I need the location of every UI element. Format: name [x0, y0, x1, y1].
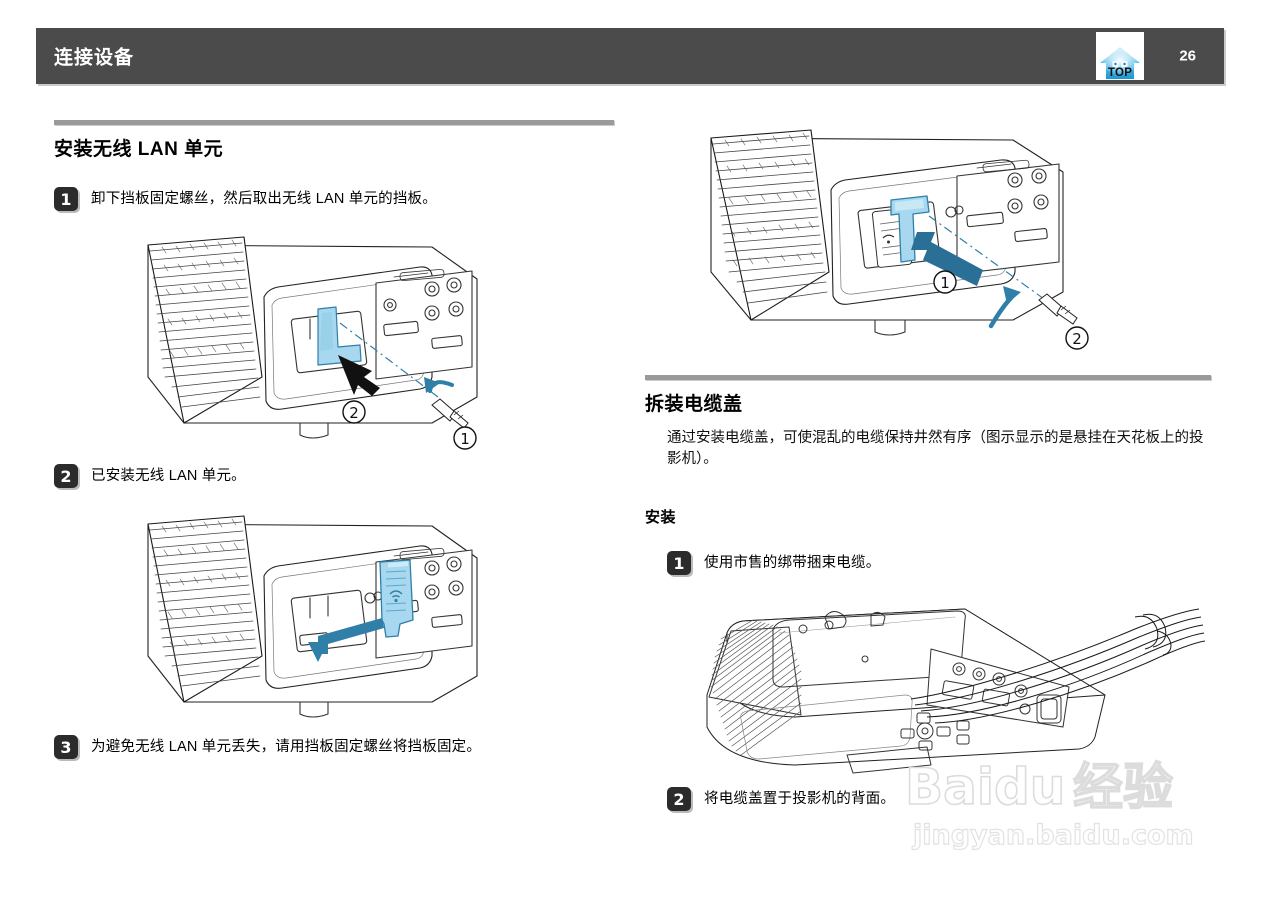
step-number-badge: 3 — [54, 735, 78, 759]
step-row: 2 已安装无线 LAN 单元。 — [54, 464, 614, 488]
svg-text:1: 1 — [940, 274, 950, 292]
step-row: 1 使用市售的绑带捆束电缆。 — [667, 551, 1211, 576]
svg-text:1: 1 — [460, 430, 470, 448]
step-number-badge: 2 — [667, 787, 691, 812]
watermark-url: jingyan.baidu.com — [912, 820, 1194, 851]
step-row: 2 将电缆盖置于投影机的背面。 — [667, 787, 1211, 812]
page-header-bar: 连接设备 — [36, 28, 1224, 84]
page-title: 连接设备 — [54, 47, 135, 69]
section-rule — [54, 120, 614, 125]
step-number-badge: 2 — [54, 464, 78, 488]
figure-projector-insert-wireless-lan-unit — [132, 506, 614, 721]
figure-projector-remove-cover-plate: 2 1 — [132, 227, 614, 452]
section-rule — [645, 375, 1211, 380]
top-navigation-button[interactable]: TOP — [1096, 32, 1144, 80]
step-row: 1 卸下挡板固定螺丝，然后取出无线 LAN 单元的挡板。 — [54, 187, 614, 211]
svg-text:2: 2 — [1072, 330, 1082, 348]
left-column: 安装无线 LAN 单元 1 卸下挡板固定螺丝，然后取出无线 LAN 单元的挡板。 — [54, 120, 614, 759]
page-number: 26 — [1179, 47, 1196, 65]
step-row: 3 为避免无线 LAN 单元丢失，请用挡板固定螺丝将挡板固定。 — [54, 735, 614, 759]
sub-heading-install: 安装 — [645, 509, 677, 527]
section-description: 通过安装电缆盖，可使混乱的电缆保持井然有序（图示显示的是悬挂在天花板上的投影机）… — [667, 430, 1204, 468]
right-column: 1 2 拆装电缆盖 通过安装电缆盖，可使混乱的电缆保持井然有序（图示显示的是悬挂… — [645, 120, 1211, 812]
figure-projector-refit-cover-plate-with-screw: 1 2 — [695, 120, 1211, 365]
step-text: 使用市售的绑带捆束电缆。 — [704, 555, 881, 572]
step-text: 已安装无线 LAN 单元。 — [91, 468, 246, 484]
figure-ceiling-mounted-projector-with-bundled-cables — [665, 587, 1211, 777]
step-number-badge: 1 — [54, 187, 78, 211]
step-text: 为避免无线 LAN 单元丢失，请用挡板固定螺丝将挡板固定。 — [91, 739, 482, 755]
svg-text:2: 2 — [349, 404, 359, 422]
section-heading-wireless-lan: 安装无线 LAN 单元 — [54, 139, 224, 160]
step-text: 卸下挡板固定螺丝，然后取出无线 LAN 单元的挡板。 — [91, 191, 437, 207]
step-text: 将电缆盖置于投影机的背面。 — [704, 791, 896, 808]
section-heading-cable-cover: 拆装电缆盖 — [645, 394, 743, 415]
home-house-icon — [1099, 46, 1141, 80]
step-number-badge: 1 — [667, 551, 691, 576]
top-button-label: TOP — [1107, 67, 1133, 79]
